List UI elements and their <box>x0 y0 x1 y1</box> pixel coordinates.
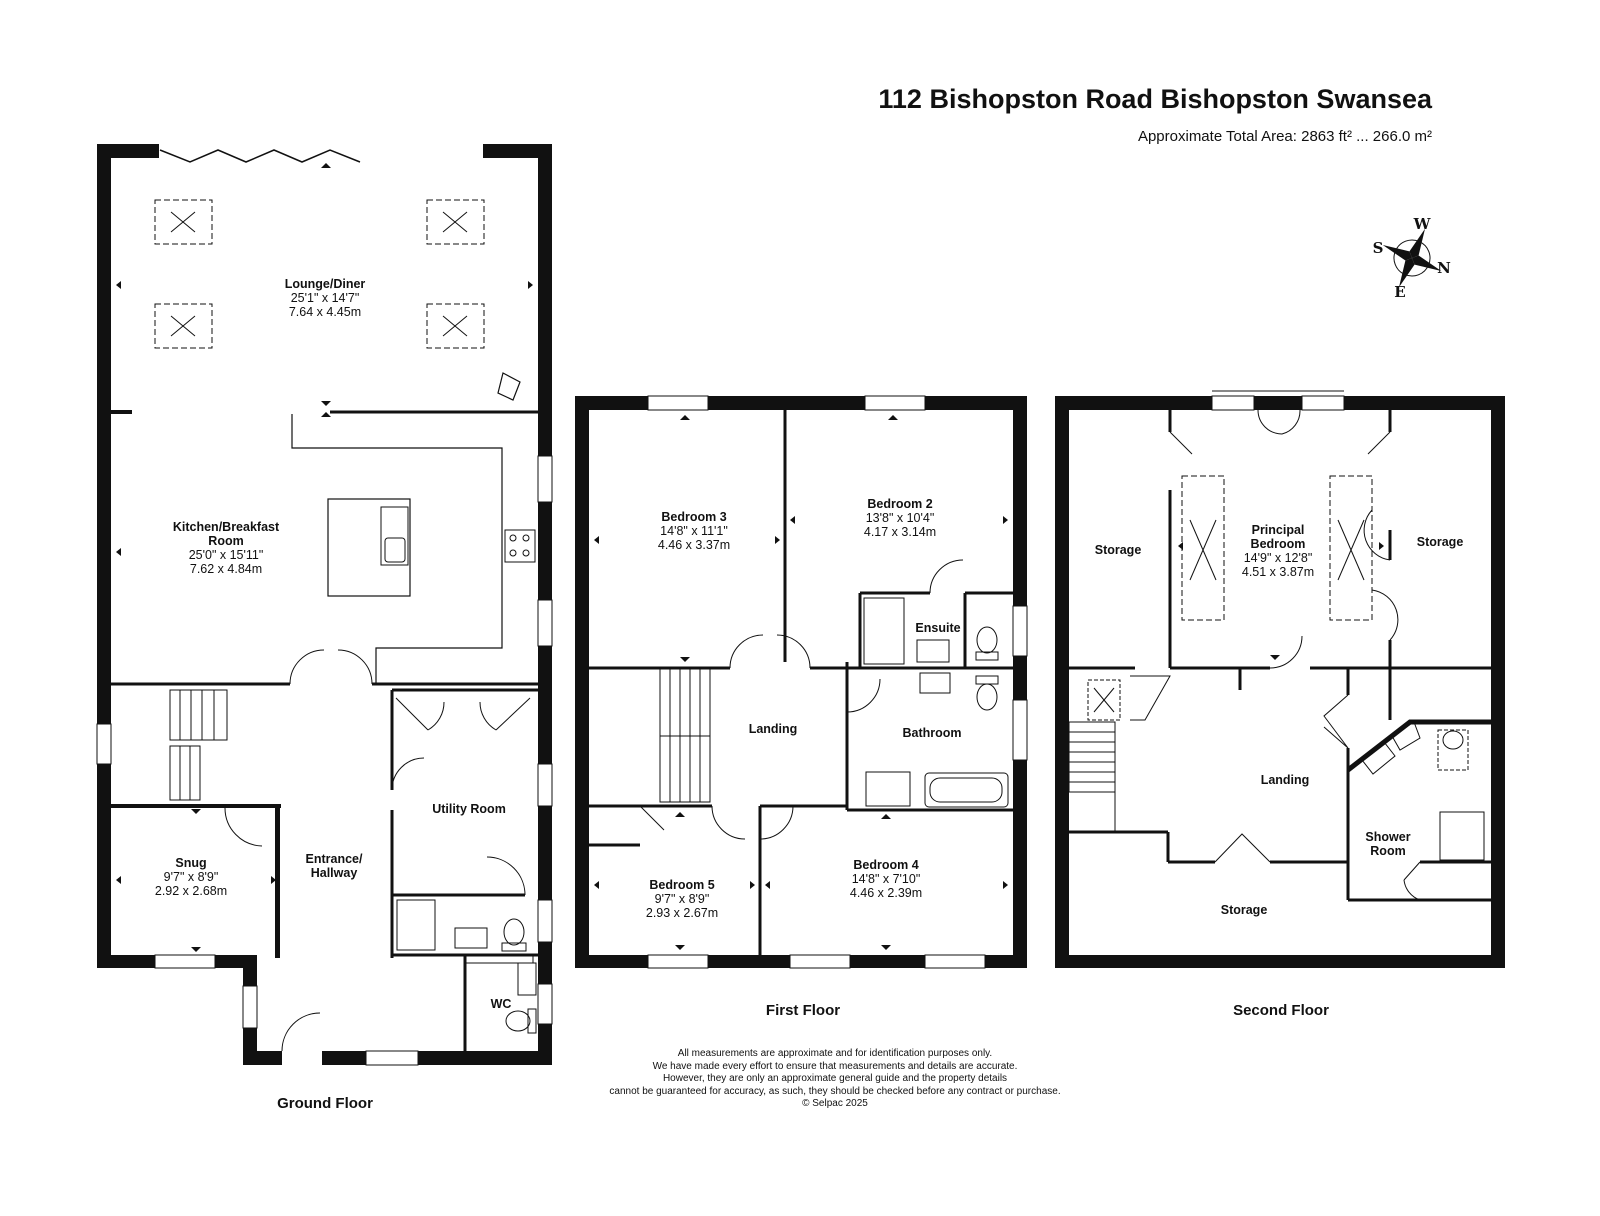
disclaimer-line: However, they are only an approximate ge… <box>662 1073 1008 1084</box>
room-metric: 2.93 x 2.67m <box>645 906 719 920</box>
compass-north-label: N <box>1437 259 1451 277</box>
room-ensuite: Ensuite <box>915 621 960 635</box>
room-metric: 2.92 x 2.68m <box>154 884 228 898</box>
room-imperial: 14'9" x 12'8" <box>1243 551 1313 565</box>
room-name: Bathroom <box>902 726 962 740</box>
floor-label-second: Second Floor <box>1233 1002 1329 1019</box>
total-area: Approximate Total Area: 2863 ft² ... 266… <box>1137 128 1432 145</box>
room-wc: WC <box>491 997 512 1011</box>
room-imperial: 25'1" x 14'7" <box>290 291 360 305</box>
room-name: Landing <box>1260 773 1310 787</box>
room-name: Storage <box>1094 543 1142 557</box>
room-lounge-diner: Lounge/Diner 25'1" x 14'7" 7.64 x 4.45m <box>285 277 366 319</box>
room-metric: 4.46 x 2.39m <box>849 886 923 900</box>
disclaimer-line: We have made every effort to ensure that… <box>652 1060 1018 1072</box>
room-imperial: 14'8" x 11'1" <box>660 524 728 538</box>
room-landing-first: Landing <box>749 722 798 736</box>
room-name: Ensuite <box>915 621 961 635</box>
room-storage-bottom: Storage <box>1221 903 1268 917</box>
room-name-line2: Hallway <box>310 866 358 880</box>
room-metric: 4.17 x 3.14m <box>863 525 937 539</box>
floor-label-first: First Floor <box>765 1002 841 1019</box>
room-entrance-hallway: Entrance/ Hallway <box>306 852 363 880</box>
room-imperial: 9'7" x 8'9" <box>163 870 219 884</box>
room-name-line2: Bedroom <box>1250 537 1306 551</box>
room-metric: 4.46 x 3.37m <box>657 538 731 552</box>
room-storage-left: Storage <box>1095 543 1142 557</box>
room-metric: 7.64 x 4.45m <box>288 305 362 319</box>
room-name-line2: Room <box>1370 844 1406 858</box>
disclaimer: All measurements are approximate and for… <box>609 1048 1060 1111</box>
disclaimer-line: cannot be guaranteed for accuracy, as su… <box>609 1085 1061 1097</box>
lounge-skylights <box>154 199 485 349</box>
disclaimer-line: All measurements are approximate and for… <box>677 1048 993 1059</box>
room-bedroom-4: Bedroom 4 14'8" x 7'10" 4.46 x 2.39m <box>850 858 922 900</box>
room-name: WC <box>490 997 512 1011</box>
room-name-line2: Room <box>208 534 244 548</box>
room-imperial: 25'0" x 15'11" <box>188 548 264 562</box>
room-imperial: 9'7" x 8'9" <box>654 892 710 906</box>
room-metric: 4.51 x 3.87m <box>1241 565 1315 579</box>
room-name-line1: Principal <box>1251 523 1305 537</box>
room-name: Bedroom 5 <box>649 878 715 892</box>
room-imperial: 14'8" x 7'10" <box>851 872 921 886</box>
compass-west-label: W <box>1413 215 1431 233</box>
room-name: Bedroom 3 <box>661 510 727 524</box>
room-landing-second: Landing <box>1261 773 1310 787</box>
dimension-markers <box>116 163 1384 952</box>
second-floor-walls <box>1055 396 1505 968</box>
room-name: Utility Room <box>432 802 506 816</box>
room-snug: Snug 9'7" x 8'9" 2.92 x 2.68m <box>155 856 227 898</box>
room-metric: 7.62 x 4.84m <box>189 562 263 576</box>
room-name: Lounge/Diner <box>284 277 366 291</box>
room-shower-room: Shower Room <box>1365 830 1410 858</box>
room-bedroom-3: Bedroom 3 14'8" x 11'1" 4.46 x 3.37m <box>658 510 730 552</box>
room-bedroom-2: Bedroom 2 13'8" x 10'4" 4.17 x 3.14m <box>864 497 936 539</box>
room-utility: Utility Room <box>432 802 506 816</box>
copyright: © Selpac 2025 <box>802 1098 868 1109</box>
room-name: Snug <box>175 856 207 870</box>
room-imperial: 13'8" x 10'4" <box>865 511 935 525</box>
compass-east-label: E <box>1394 283 1406 301</box>
room-name-line1: Entrance/ <box>305 852 363 866</box>
first-floor-plan <box>575 395 1028 969</box>
compass-rose <box>1382 228 1442 288</box>
second-floor-plan <box>1055 390 1505 968</box>
ground-floor-plan <box>96 144 553 1066</box>
compass-south-label: S <box>1372 239 1384 257</box>
room-bathroom: Bathroom <box>902 726 961 740</box>
room-name: Bedroom 4 <box>853 858 919 872</box>
room-name: Landing <box>748 722 798 736</box>
floor-label-ground: Ground Floor <box>277 1095 373 1112</box>
room-name: Storage <box>1416 535 1464 549</box>
room-storage-right: Storage <box>1417 535 1464 549</box>
room-principal-bedroom: Principal Bedroom 14'9" x 12'8" 4.51 x 3… <box>1242 523 1314 579</box>
room-name-line1: Kitchen/Breakfast <box>172 520 280 534</box>
room-name: Storage <box>1220 903 1268 917</box>
page-title: 112 Bishopston Road Bishopston Swansea <box>878 84 1432 114</box>
room-name-line1: Shower <box>1365 830 1411 844</box>
room-name: Bedroom 2 <box>867 497 933 511</box>
room-bedroom-5: Bedroom 5 9'7" x 8'9" 2.93 x 2.67m <box>646 878 718 920</box>
first-floor-walls <box>575 396 1027 968</box>
room-kitchen: Kitchen/Breakfast Room 25'0" x 15'11" 7.… <box>173 520 279 576</box>
